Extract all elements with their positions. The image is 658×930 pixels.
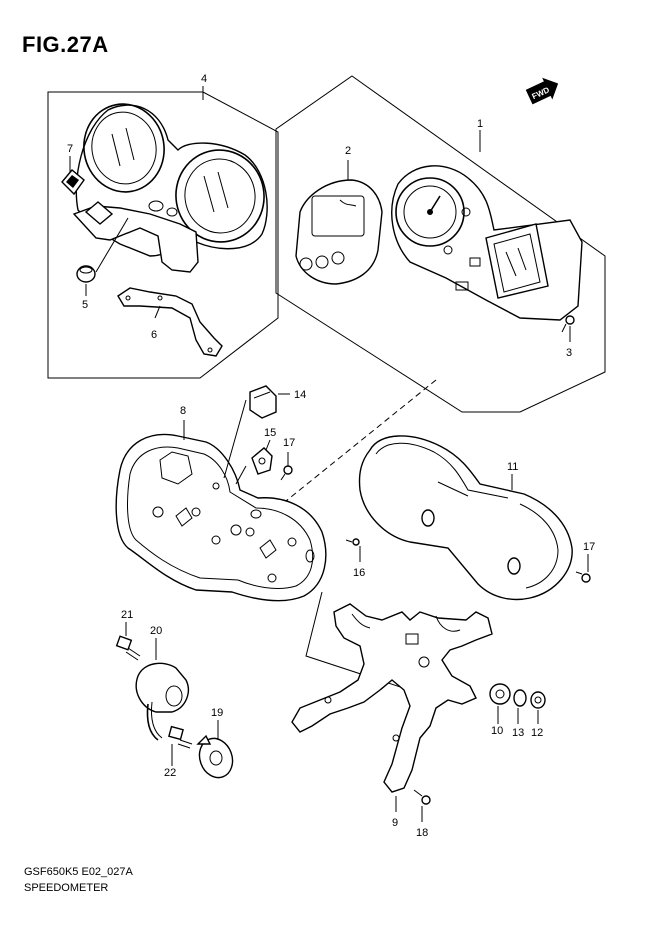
lcd-unit-part-2 <box>295 179 383 285</box>
callout-7: 7 <box>67 143 73 155</box>
callout-20: 20 <box>150 625 162 637</box>
grommet-part-10 <box>489 683 511 705</box>
rotor-part-19 <box>196 734 234 779</box>
assembly-box-1 <box>275 75 606 413</box>
callout-6: 6 <box>151 329 157 341</box>
callout-8: 8 <box>180 405 186 417</box>
callout-10: 10 <box>491 725 503 737</box>
figure-title: FIG.27A <box>22 32 109 57</box>
instrument-cluster-part-1 <box>391 165 583 321</box>
callout-13: 13 <box>512 727 524 739</box>
bolt-part-21 <box>115 635 141 661</box>
screw-part-3 <box>561 315 575 333</box>
meter-case-part-4 <box>72 103 268 273</box>
callout-9: 9 <box>392 817 398 829</box>
callout-1: 1 <box>477 118 483 130</box>
clip-part-14 <box>249 385 277 419</box>
grommet-part-5 <box>76 265 96 283</box>
bracket-leader <box>305 591 441 701</box>
callout-17-upper: 17 <box>283 437 295 449</box>
nut-part-12 <box>530 691 546 709</box>
cover-part-11 <box>358 435 573 601</box>
callout-22: 22 <box>164 767 176 779</box>
screw-part-16 <box>345 538 360 546</box>
callout-17-right: 17 <box>583 541 595 553</box>
washer-part-13 <box>513 689 527 707</box>
screw-part-17-right <box>575 571 591 583</box>
bracket-part-9 <box>291 603 493 793</box>
callout-5: 5 <box>82 299 88 311</box>
screw-part-22 <box>168 725 193 749</box>
callout-14: 14 <box>294 389 306 401</box>
screw-part-17-upper <box>280 465 293 481</box>
callout-15: 15 <box>264 427 276 439</box>
callout-4: 4 <box>201 73 207 85</box>
fwd-arrow-icon: FWD <box>525 77 559 105</box>
callout-11: 11 <box>507 461 518 473</box>
model-code: GSF650K5 E02_027A <box>24 866 133 878</box>
bracket-part-6 <box>117 287 223 357</box>
callout-19: 19 <box>211 707 223 719</box>
lower-case-part-8 <box>115 433 327 602</box>
callout-18: 18 <box>416 827 428 839</box>
callout-3: 3 <box>566 347 572 359</box>
figure-name: SPEEDOMETER <box>24 882 109 894</box>
callout-2: 2 <box>345 145 351 157</box>
badge-part-7 <box>61 169 114 225</box>
speed-sensor-part-20 <box>135 662 190 741</box>
callout-16: 16 <box>353 567 365 579</box>
clamp-part-15 <box>251 447 273 475</box>
callout-12: 12 <box>531 727 543 739</box>
callout-21: 21 <box>121 609 133 621</box>
screw-part-18 <box>413 789 431 805</box>
